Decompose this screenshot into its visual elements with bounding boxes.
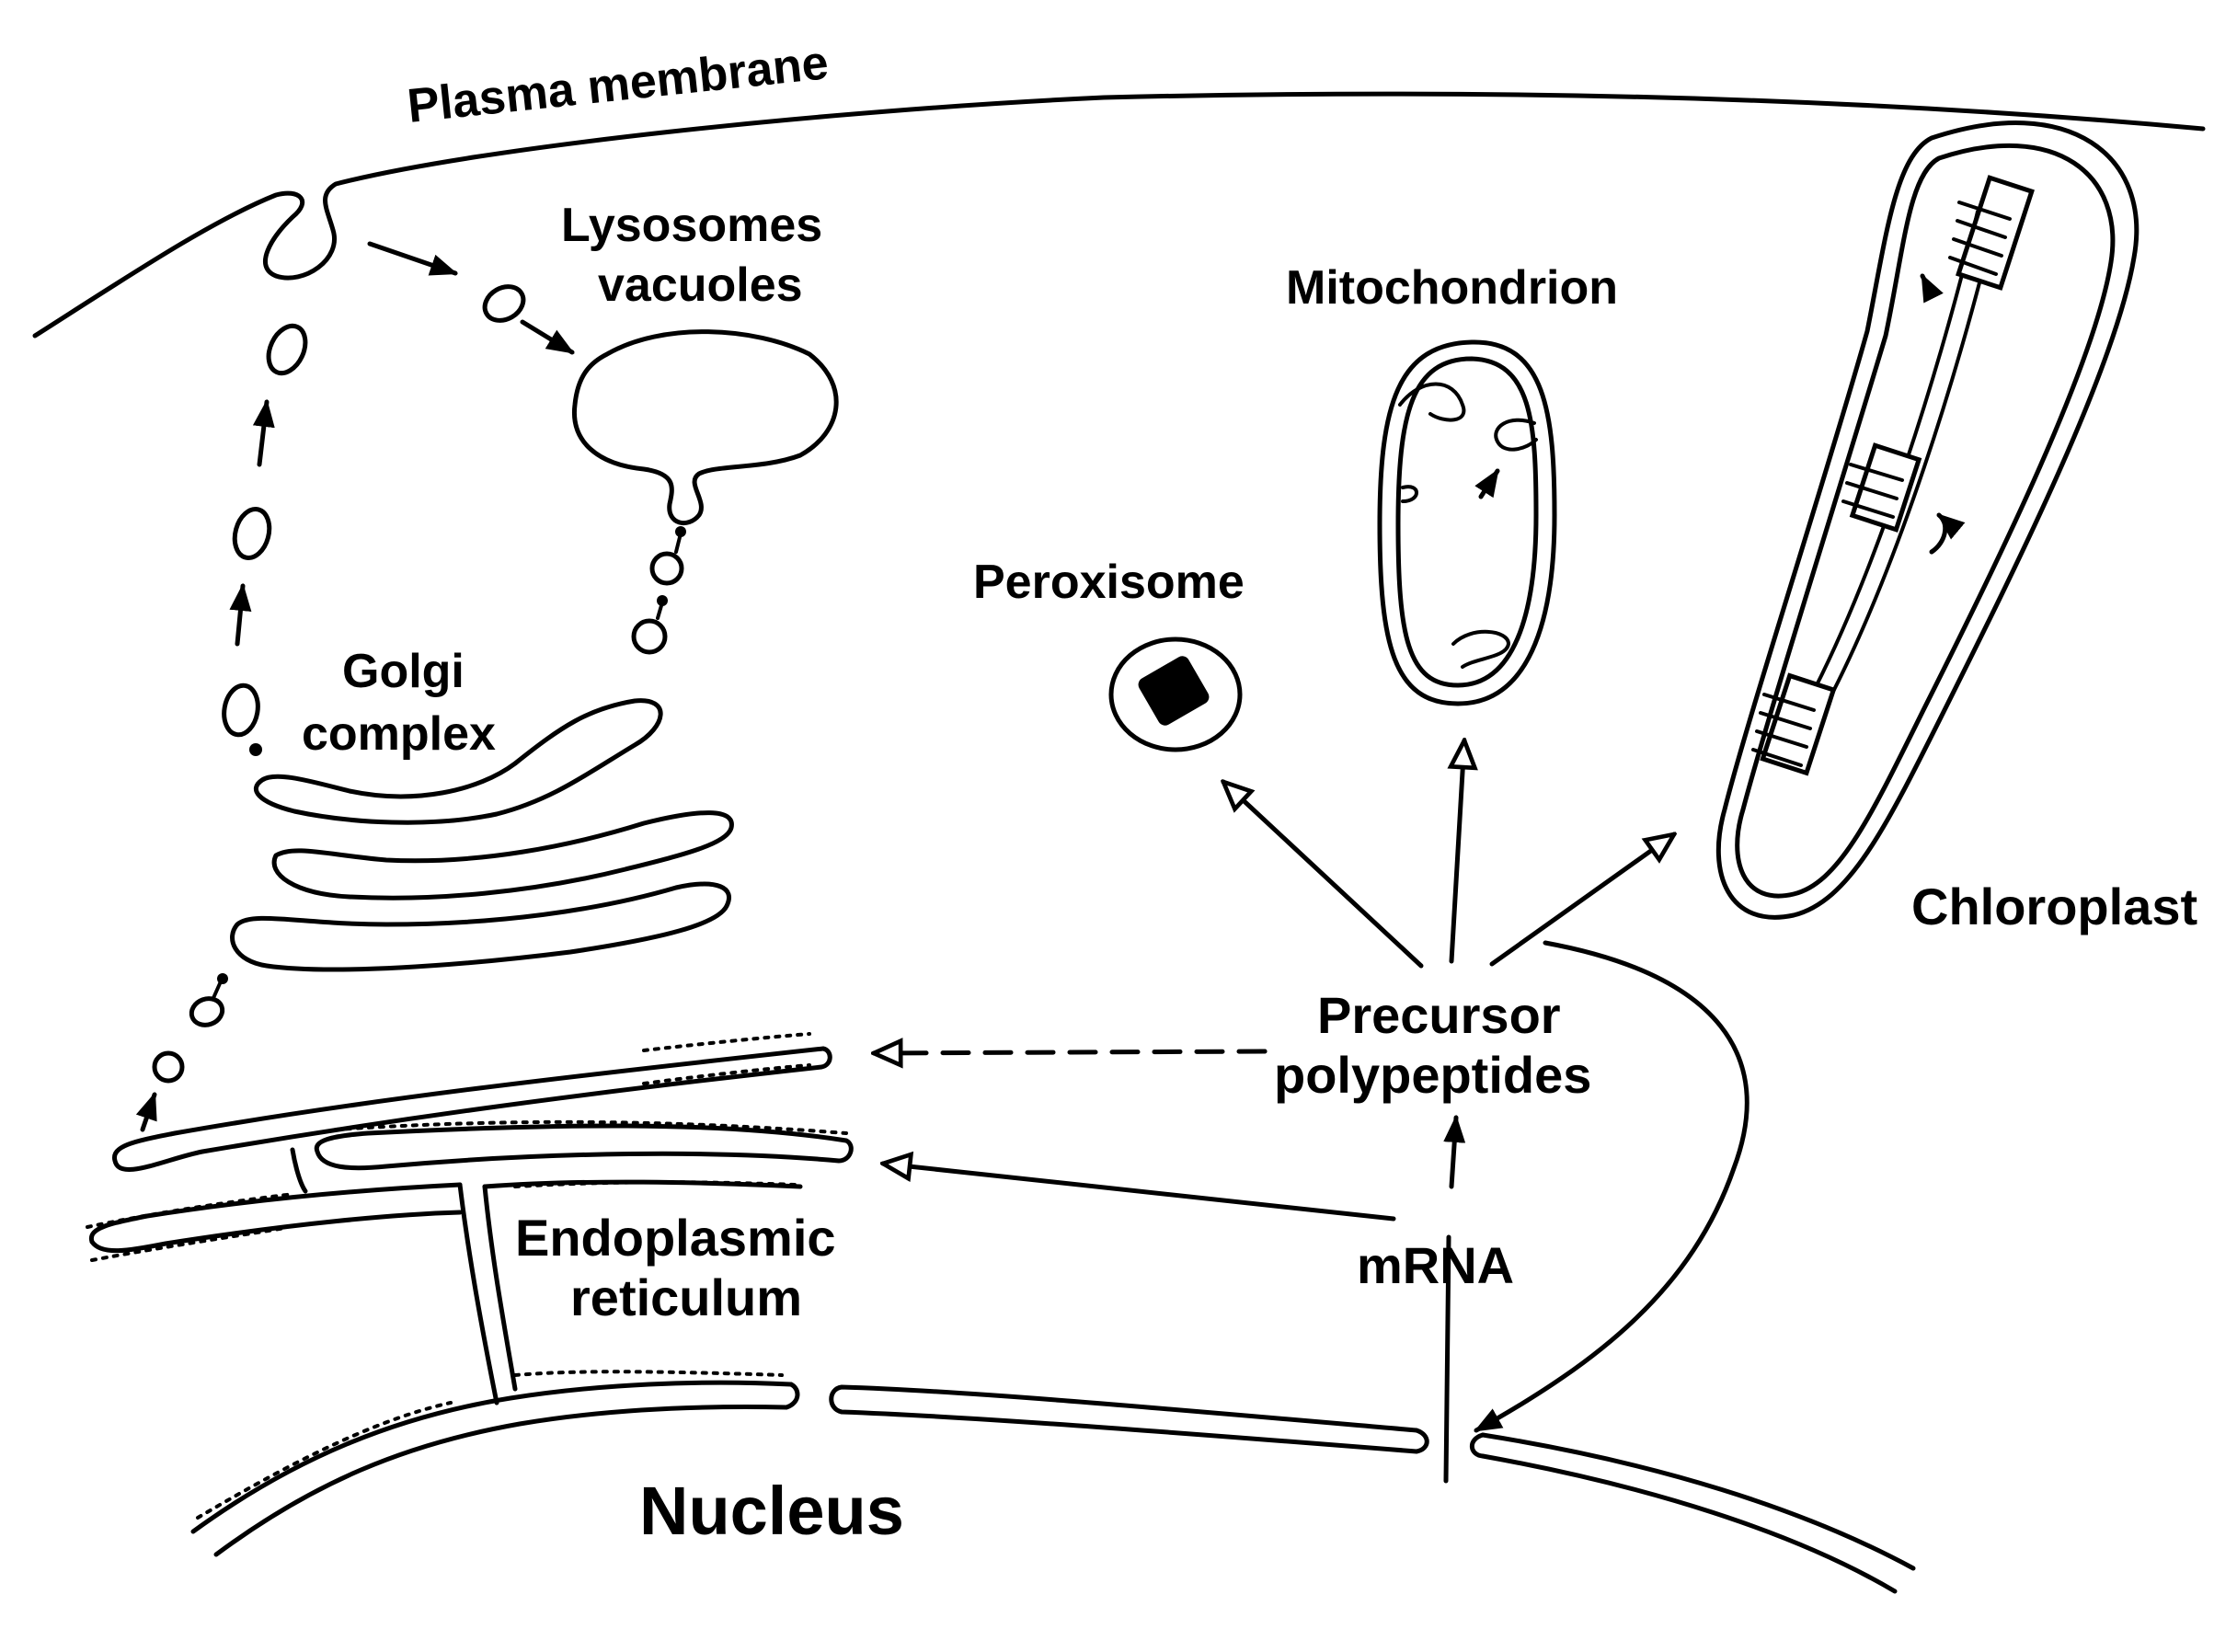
golgi-to-lysosome-vesicles bbox=[634, 526, 686, 652]
mitochondrion-label: Mitochondrion bbox=[1286, 261, 1618, 315]
peroxisome-label: Peroxisome bbox=[973, 556, 1245, 609]
lysosome-vacuole bbox=[574, 332, 836, 523]
precursor-label-line2: polypeptides bbox=[1274, 1046, 1591, 1104]
mrna-label: mRNA bbox=[1357, 1236, 1514, 1294]
nuclear-envelope bbox=[193, 1382, 1913, 1591]
peroxisome bbox=[1111, 639, 1240, 750]
er-to-golgi-vesicles bbox=[143, 973, 228, 1130]
endocytic-vesicles bbox=[370, 244, 572, 352]
chloroplast bbox=[1718, 123, 2136, 918]
plasma-membrane bbox=[35, 94, 2203, 336]
secretory-vesicles bbox=[221, 320, 313, 756]
golgi-label-line1: Golgi bbox=[342, 645, 465, 698]
lysosomes-label-line2: vacuoles bbox=[598, 258, 803, 312]
nucleus-label: Nucleus bbox=[639, 1473, 904, 1549]
lysosomes-label-line1: Lysosomes bbox=[561, 199, 822, 252]
chloroplast-label: Chloroplast bbox=[1911, 878, 2197, 935]
plasma-membrane-label: Plasma membrane bbox=[405, 36, 831, 133]
precursor-label-line1: Precursor bbox=[1317, 986, 1561, 1044]
er-label-line1: Endoplasmic bbox=[515, 1209, 836, 1267]
mitochondrion bbox=[1380, 342, 1554, 704]
golgi-label-line2: complex bbox=[302, 707, 496, 761]
mrna-flow-arrows bbox=[883, 943, 1747, 1481]
er-label-line2: reticulum bbox=[570, 1268, 802, 1326]
